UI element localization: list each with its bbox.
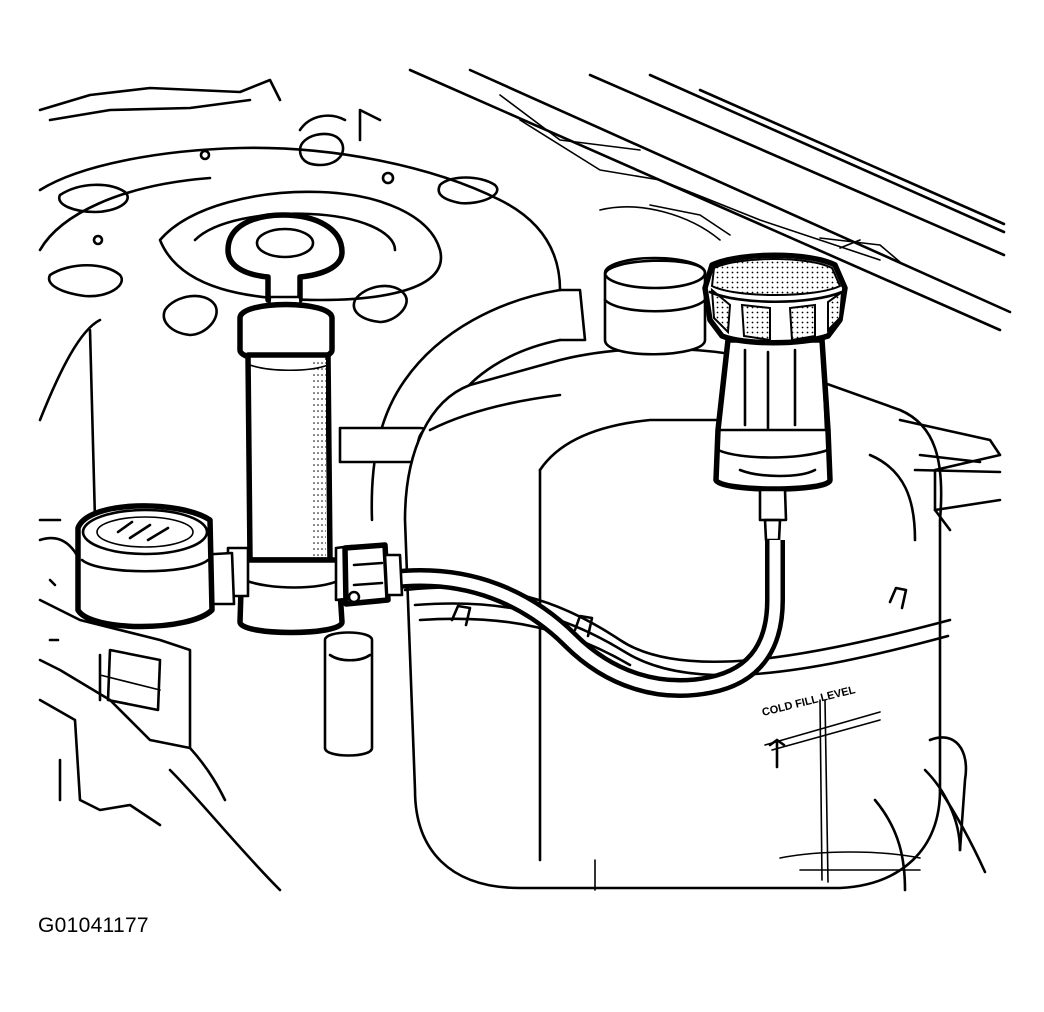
pressure-gauge	[75, 503, 215, 630]
lower-hose	[873, 736, 987, 892]
cooling-system-pressure-test-illustration: COLD FILL LEVEL	[38, 68, 1012, 892]
pressure-cap	[702, 252, 848, 346]
hood-panels	[408, 68, 1012, 332]
lower-body-panels	[38, 536, 374, 892]
reservoir-fill-neck	[603, 256, 707, 356]
coolant-reservoir: COLD FILL LEVEL	[403, 347, 1002, 891]
cap-adapter	[713, 337, 833, 492]
strut-tower	[38, 78, 562, 522]
figure-id-label: G01041177	[38, 914, 149, 937]
tester-hose	[388, 488, 788, 698]
pressure-tester-pump	[196, 212, 404, 636]
